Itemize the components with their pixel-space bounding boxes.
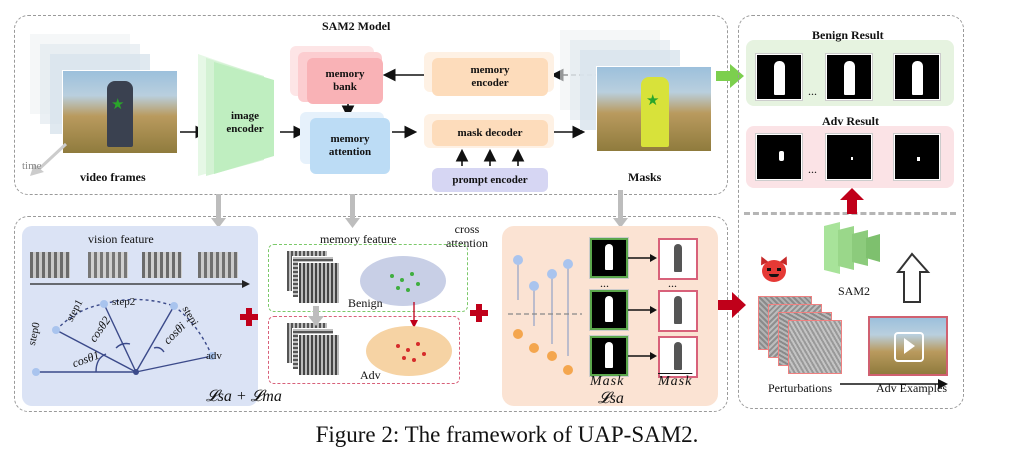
play-icon — [904, 338, 915, 354]
time-arrow — [30, 142, 68, 176]
feature-row-line — [30, 280, 250, 288]
loss-box — [14, 216, 728, 412]
perturbations-label: Perturbations — [768, 381, 832, 395]
vision-feature-label: vision feature — [88, 232, 154, 246]
grey-down-arrows — [211, 190, 628, 228]
red-up-arrow — [840, 188, 864, 214]
adv-label: Adv — [360, 368, 381, 382]
benign-label: Benign — [348, 296, 383, 310]
red-right-arrow — [718, 292, 746, 318]
adv-memory-box — [268, 316, 460, 384]
sam2-model-title: SAM2 Model — [322, 19, 391, 33]
sam2-encoder-shape — [824, 222, 880, 274]
plus-icon — [240, 308, 258, 326]
masked-frame-image: ★ — [596, 66, 712, 152]
sam2-label: SAM2 — [838, 284, 871, 298]
adv-example-image — [868, 316, 948, 376]
benign-ellipsis: ... — [808, 84, 817, 98]
adv-vector-label: adv — [206, 350, 222, 362]
benign-to-adv-arrow — [410, 302, 418, 328]
time-label: time — [22, 160, 42, 172]
image-encoder-shape — [198, 54, 274, 176]
mask-pair-arrows — [628, 254, 657, 360]
mask-decoder: mask decoder — [432, 120, 548, 146]
mask-bar-ellipsis: ... — [668, 276, 677, 290]
benign-ellipse — [360, 256, 446, 306]
devil-icon — [757, 254, 791, 282]
step-vectors — [32, 298, 216, 376]
feature-map-row — [30, 252, 250, 282]
perturbations-stack — [758, 296, 848, 376]
star-icon: ★ — [646, 93, 660, 109]
results-box — [738, 15, 964, 409]
masks-stack: ★ — [560, 30, 712, 152]
loss-sa-ma: 𝓛sa + 𝓛ma — [206, 388, 282, 405]
memory-feature-label: memory feature — [320, 232, 397, 246]
memory-down-arrow — [308, 306, 324, 326]
video-frames-stack: ★ — [30, 34, 180, 154]
adv-examples-label: Adv Examples — [876, 381, 947, 395]
image-encoder: image encoder — [226, 110, 264, 135]
sam2-model-box — [14, 15, 728, 195]
star-icon: ★ — [111, 97, 125, 113]
adv-ellipsis: ... — [808, 162, 817, 176]
cross-attention-label: cross attention — [446, 222, 488, 250]
memory-attention: memory attention — [310, 118, 390, 174]
adv-feature-stack — [286, 322, 346, 378]
memory-encoder: memory encoder — [432, 58, 548, 96]
mask-ellipsis: ... — [600, 276, 609, 290]
plus-icon — [470, 304, 488, 322]
green-arrow — [716, 64, 744, 88]
video-frames-label: video frames — [80, 170, 146, 184]
step2-label: step2 — [112, 296, 136, 308]
curved-arrow-icon — [896, 252, 931, 303]
masks-label: Masks — [628, 170, 662, 184]
mask-bar-label: Mask — [658, 374, 693, 389]
adv-result-title: Adv Result — [822, 114, 880, 128]
loss-sa: 𝓛sa — [598, 390, 624, 407]
perturb-to-adv-arrow — [840, 379, 948, 389]
prompt-encoder: prompt encoder — [432, 168, 548, 192]
adv-ellipse — [366, 326, 452, 376]
video-frame-image: ★ — [62, 70, 178, 154]
memory-bank: memory bank — [307, 58, 383, 104]
figure-caption: Figure 2: The framework of UAP-SAM2. — [315, 422, 699, 447]
benign-feature-stack — [286, 250, 346, 306]
benign-result-title: Benign Result — [812, 28, 884, 42]
benign-memory-box — [268, 244, 468, 312]
mask-label: Mask — [590, 374, 625, 389]
node-graph — [508, 255, 582, 375]
